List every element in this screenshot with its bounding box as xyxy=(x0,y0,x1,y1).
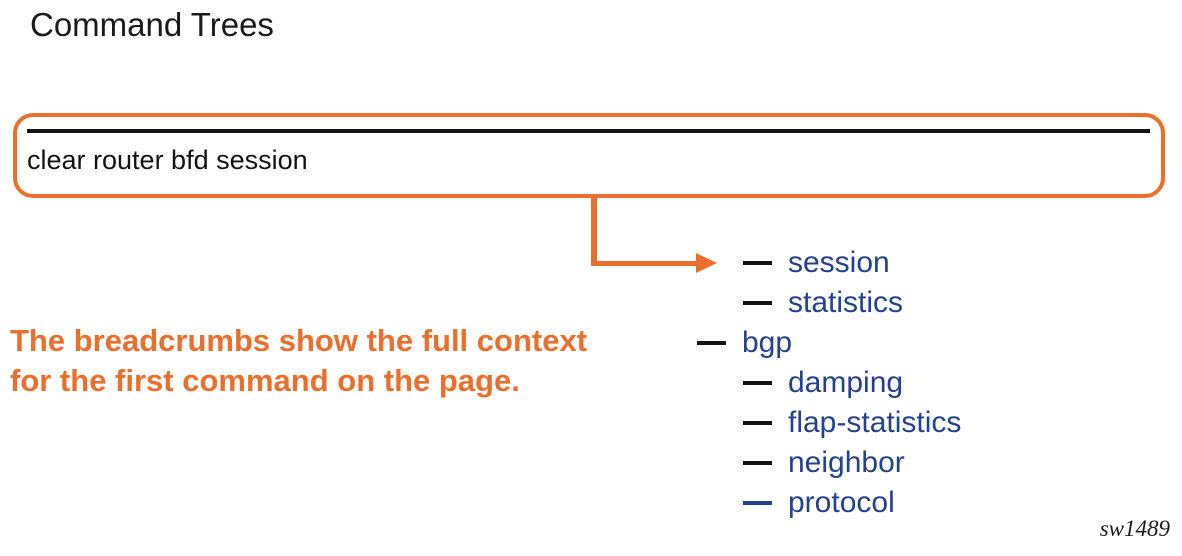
breadcrumb-box: clear router bfd session xyxy=(13,113,1165,198)
tree-branch-dash xyxy=(743,381,772,385)
tree-item-label: bgp xyxy=(742,326,793,359)
annotation-note: The breadcrumbs show the full context fo… xyxy=(10,321,587,401)
connector-vertical-line xyxy=(591,196,597,266)
annotation-note-line1: The breadcrumbs show the full context xyxy=(10,323,588,358)
figure-id: sw1489 xyxy=(1099,516,1170,541)
connector-horizontal-line xyxy=(591,261,697,266)
tree-item-label: session xyxy=(788,246,890,279)
tree-item-label: damping xyxy=(788,366,904,399)
tree-item-protocol: protocol xyxy=(743,483,961,523)
breadcrumb-divider-line xyxy=(27,129,1150,133)
tree-item-label: neighbor xyxy=(788,446,905,479)
tree-item-damping: damping xyxy=(743,363,961,403)
tree-branch-dash xyxy=(697,341,726,345)
tree-branch-dash xyxy=(743,501,772,505)
tree-branch-dash xyxy=(743,261,772,265)
page-title: Command Trees xyxy=(30,6,274,43)
command-tree: session statistics bgp damping flap-statisti… xyxy=(697,243,961,523)
breadcrumb-command: clear router bfd session xyxy=(27,145,308,175)
tree-item-statistics: statistics xyxy=(743,283,961,323)
tree-item-label: statistics xyxy=(788,286,904,319)
tree-item-label: flap-statistics xyxy=(788,406,962,439)
tree-branch-dash xyxy=(743,301,772,305)
tree-item-neighbor: neighbor xyxy=(743,443,961,483)
right-arrowhead-icon xyxy=(696,253,717,273)
tree-item-label: protocol xyxy=(788,486,895,519)
annotation-note-line2: for the first command on the page. xyxy=(10,363,520,398)
tree-item-flap-statistics: flap-statistics xyxy=(743,403,961,443)
tree-branch-dash xyxy=(743,461,772,465)
tree-branch-dash xyxy=(743,421,772,425)
tree-item-bgp: bgp xyxy=(697,323,961,363)
tree-item-session: session xyxy=(743,243,961,283)
